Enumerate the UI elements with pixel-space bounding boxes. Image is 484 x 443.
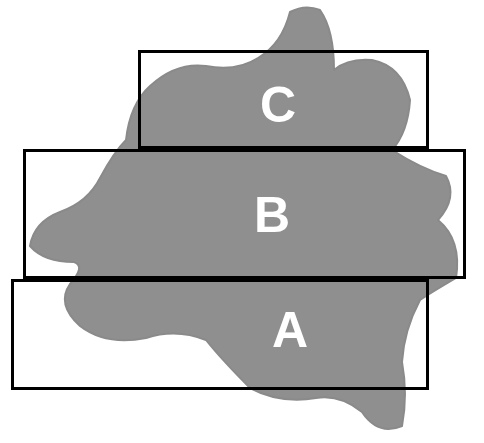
region-box: B <box>23 149 466 279</box>
region-letter: C <box>260 80 296 130</box>
region-letter: A <box>272 305 308 355</box>
region-box: A <box>11 279 429 390</box>
region-letter: B <box>254 190 290 240</box>
region-box: C <box>138 50 429 149</box>
blob-outline <box>30 7 457 429</box>
